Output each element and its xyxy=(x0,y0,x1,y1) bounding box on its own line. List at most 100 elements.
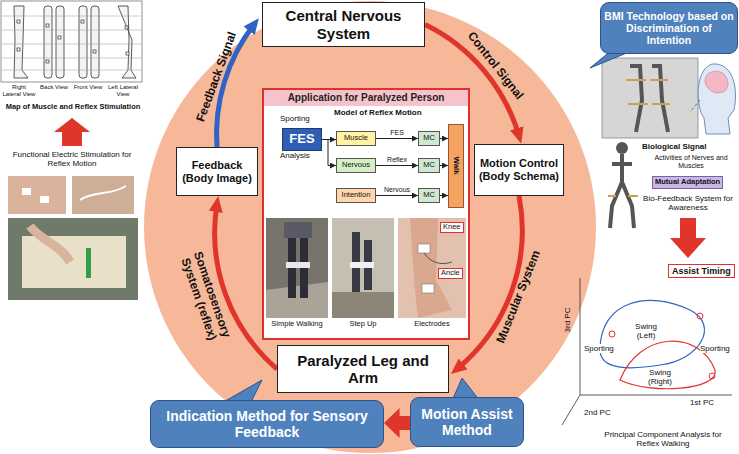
fes-photos xyxy=(22,188,31,195)
pca-plot xyxy=(562,278,732,425)
node-text: Paralyzed Leg and Arm xyxy=(281,352,445,387)
node-text: Indication Method for Sensory Feedback xyxy=(154,408,380,440)
red-arrow xyxy=(670,218,706,258)
model-box: MC xyxy=(418,188,440,203)
muscle-map xyxy=(2,16,141,17)
annotation: Electrodes xyxy=(398,320,466,329)
red-arrow xyxy=(54,118,90,146)
node-text: FES xyxy=(289,132,314,147)
walk-box: Walk xyxy=(448,124,464,208)
panel-photos xyxy=(418,244,430,253)
annotation: Sporting xyxy=(700,344,730,353)
annotation: 3rd PC xyxy=(563,308,572,333)
process-box: Motion Control (Body Schema) xyxy=(474,144,564,196)
fes-photos xyxy=(8,176,66,214)
model-box: MC xyxy=(418,158,440,173)
bmi-illustration xyxy=(602,58,735,228)
panel-box: Application for Paralyzed PersonFESMuscl… xyxy=(262,88,470,340)
muscle-map xyxy=(17,20,129,63)
panel-photos xyxy=(422,284,434,293)
pca-plot xyxy=(580,278,581,395)
node-text: MC xyxy=(423,191,435,200)
muscle-map xyxy=(91,6,99,78)
annotation: Sporting xyxy=(584,344,614,353)
model-box: Muscle xyxy=(336,131,376,146)
fes-photos xyxy=(86,248,91,278)
panel-photos xyxy=(398,218,466,318)
model-box: Intention xyxy=(336,188,376,203)
muscle-map xyxy=(46,60,49,63)
bmi-illustration xyxy=(602,58,698,138)
annotation: Step Up xyxy=(332,320,394,329)
annotation: Ancle xyxy=(438,268,463,279)
panel-photos xyxy=(266,218,328,318)
muscle-map xyxy=(79,6,87,78)
annotation: Left Lateral View xyxy=(106,84,140,98)
annotation: Map of Muscle and Reflex Stimulation xyxy=(2,103,144,112)
cycle-disc xyxy=(144,1,596,453)
annotation: Principal Component Analysis for Reflex … xyxy=(592,430,734,448)
annotation: 2nd PC xyxy=(584,408,611,417)
panel-photos xyxy=(332,218,394,318)
muscle-map xyxy=(46,24,49,27)
fes-photos xyxy=(72,176,134,214)
muscle-map xyxy=(126,52,129,55)
node-text: BMI Technology based on Discrimination o… xyxy=(604,10,734,46)
muscle-map xyxy=(2,58,141,59)
signal-arc xyxy=(457,196,522,369)
model-link xyxy=(440,165,448,166)
panel-photos xyxy=(332,292,394,318)
annotation: Biological Signal xyxy=(642,142,706,151)
panel-backdrop xyxy=(262,88,470,340)
muscle-map xyxy=(2,70,141,71)
annotation: Bio-Feedback System for Awareness xyxy=(642,194,734,212)
big-arrow xyxy=(384,408,410,438)
muscle-map xyxy=(14,6,28,78)
panel-backdrop xyxy=(262,88,470,340)
panel-photos xyxy=(284,222,312,238)
node-text: Nervous xyxy=(342,161,370,170)
callout-box: Motion Assist Method xyxy=(410,397,524,447)
edge-label: FES xyxy=(390,129,404,137)
muscle-map xyxy=(1,1,142,82)
annotation: Functional Electric Stimulation for Refl… xyxy=(4,150,140,168)
muscle-map xyxy=(93,50,96,53)
bmi-illustration xyxy=(690,100,700,112)
callout-box: BMI Technology based on Discrimination o… xyxy=(600,2,738,54)
model-link xyxy=(376,195,418,196)
bmi-illustration xyxy=(630,66,668,132)
bmi-illustration xyxy=(616,142,628,154)
annotation: 1st PC xyxy=(690,398,714,407)
model-link xyxy=(440,138,448,139)
muscle-map xyxy=(2,44,141,45)
node-text: MC xyxy=(423,134,435,143)
annotation: Model of Reflex Motion xyxy=(334,108,422,117)
panel-photos xyxy=(266,282,328,318)
process-box: Feedback (Body Image) xyxy=(176,147,258,196)
annotation: Sporting xyxy=(280,114,310,123)
callout-tail xyxy=(220,50,634,404)
annotation: Knee xyxy=(440,222,464,233)
muscle-map xyxy=(125,26,128,29)
muscle-map xyxy=(44,6,52,78)
annotation: Swing (Left) xyxy=(628,322,664,340)
node-text: Central Nervous System xyxy=(266,7,421,42)
edge-label: Reflex xyxy=(387,156,407,164)
bmi-illustration xyxy=(610,154,634,228)
process-box: Central Nervous System xyxy=(262,2,425,47)
process-box: Paralyzed Leg and Arm xyxy=(277,345,449,393)
bmi-illustration xyxy=(626,80,670,104)
fes-photos xyxy=(8,176,138,300)
fes-photos xyxy=(40,196,49,203)
muscle-map xyxy=(17,48,20,51)
panel-photos xyxy=(350,262,374,268)
node-text: Walk xyxy=(451,157,460,175)
model-box: FES xyxy=(282,128,322,151)
pca-plot xyxy=(609,331,615,337)
model-link xyxy=(440,195,448,196)
annotation: Analysis xyxy=(280,151,310,160)
annotation: Right Lateral View xyxy=(2,84,36,98)
callout-box: Indication Method for Sensory Feedback xyxy=(150,400,384,448)
model-link xyxy=(376,138,418,139)
